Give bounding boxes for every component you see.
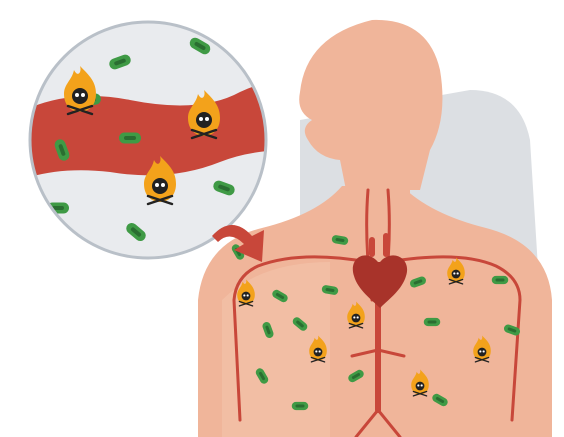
bacterium-icon xyxy=(119,133,141,144)
bacterium-icon xyxy=(492,276,509,284)
bacterium-icon xyxy=(424,318,441,326)
magnified-blood-vessel xyxy=(20,22,290,258)
